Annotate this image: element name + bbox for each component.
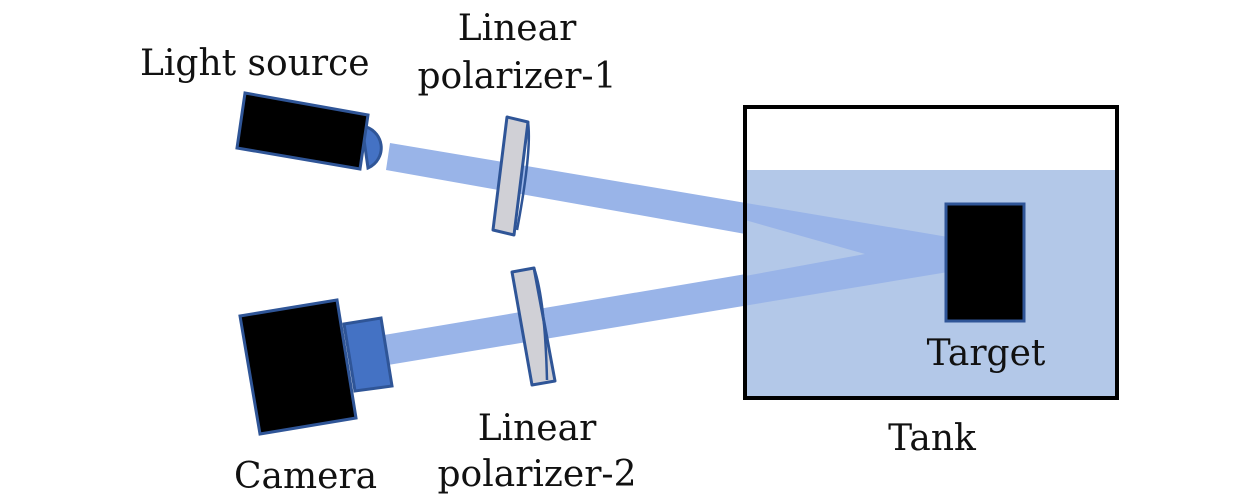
target-label: Target xyxy=(927,333,1046,374)
polarizer-2-label-line1: Linear xyxy=(478,408,597,449)
polarizer-1-label-line2: polarizer-1 xyxy=(418,56,617,97)
tank-label: Tank xyxy=(888,418,977,459)
light-source-label: Light source xyxy=(140,43,370,84)
light-source-body xyxy=(235,91,370,171)
polarizer-2-label-line2: polarizer-2 xyxy=(438,454,637,495)
camera-lens xyxy=(342,316,394,393)
light-source xyxy=(235,91,383,171)
linear-polarizer-1 xyxy=(491,115,531,237)
camera-label: Camera xyxy=(234,456,377,497)
polarizer-1-label-line1: Linear xyxy=(458,8,577,49)
linear-polarizer-2 xyxy=(510,266,557,387)
light-source-lens xyxy=(360,124,383,171)
camera-body xyxy=(238,298,358,436)
tank xyxy=(743,105,1119,400)
camera xyxy=(238,298,394,436)
beam-overlap-gap xyxy=(745,220,865,276)
target xyxy=(944,202,1026,323)
